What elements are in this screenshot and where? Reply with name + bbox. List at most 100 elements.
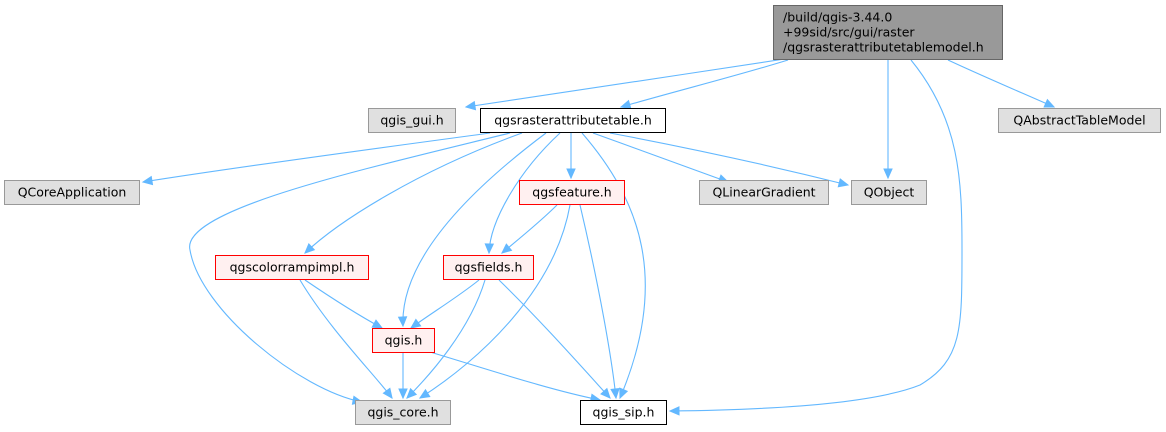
node-qgscolorrampimpl[interactable]: qgscolorrampimpl.h [215,255,369,280]
arrowhead [610,388,620,400]
node-box [580,400,667,425]
nodes-layer: /build/qgis-3.44.0+99sid/src/gui/raster/… [4,5,1161,425]
edge-line [299,279,393,399]
node-qobject[interactable]: QObject [851,180,927,205]
edge-rat-to-qcoreapplication [141,132,491,186]
node-label: qgis_core.h [367,405,438,420]
node-qgsfeature[interactable]: qgsfeature.h [519,180,625,205]
node-qgis[interactable]: qgis.h [372,328,435,353]
edge-rat-to-qgis_sip [581,132,646,400]
edge-line [402,132,547,327]
edge-line [465,57,792,108]
arrowhead [668,406,680,416]
arrowhead [619,99,632,109]
node-qabstracttablemodel[interactable]: QAbstractTableModel [998,108,1161,133]
node-qgis_core[interactable]: qgis_core.h [355,400,451,425]
edge-line [189,132,511,403]
edge-line [410,279,480,329]
arrowhead [371,319,384,329]
edge-root-to-qgis_gui [464,57,792,111]
arrowhead [406,387,418,399]
node-box [851,180,927,205]
arrowhead [398,388,408,400]
edge-root-to-qgis_sip [668,59,963,416]
edge-line [142,132,491,183]
edge-rat-to-qgis [397,132,547,328]
edge-qgsfeature-to-qgis_sip [579,204,620,400]
node-box [998,108,1161,133]
edge-root-to-qobject [883,60,893,180]
edge-rat-to-qgscolorrampimpl [304,132,523,254]
arrowhead [619,387,629,400]
node-label: /qgsrasterattributetablemodel.h [783,40,984,55]
edge-rat-to-qgsfields [484,132,561,255]
arrowhead [484,243,495,255]
node-box [215,255,369,280]
edge-line [947,59,1055,108]
edge-line [406,279,486,399]
arrowhead [501,243,513,254]
node-box [519,180,625,205]
edge-qgscolorrampimpl-to-qgis [304,279,384,329]
node-qgis_gui[interactable]: qgis_gui.h [368,108,456,133]
arrowhead [1043,98,1056,108]
arrowhead [418,388,431,399]
node-label: qgsrasterattributetable.h [494,113,652,128]
edge-line [429,351,601,401]
edge-rat-to-qobject [609,132,850,188]
node-box [773,5,1003,60]
arrowhead [883,168,893,180]
node-rat[interactable]: qgsrasterattributetable.h [480,108,666,133]
node-label: QLinearGradient [712,185,815,200]
arrowhead [566,168,576,180]
node-label: qgis_gui.h [380,113,443,128]
node-box [355,400,451,425]
node-qgsfields[interactable]: qgsfields.h [443,255,534,280]
edge-line [579,204,617,399]
edge-line [592,132,729,183]
arrowhead [304,243,316,254]
edge-qgsfeature-to-qgis_core [418,204,571,399]
edge-line [419,204,571,399]
arrowhead [397,316,408,328]
edge-qgsfields-to-qgis_core [406,279,486,399]
node-box [480,108,666,133]
edge-root-to-rat [619,59,789,109]
node-label: QCoreApplication [18,185,127,200]
node-label: qgscolorrampimpl.h [230,260,355,275]
node-label: QAbstractTableModel [1013,113,1145,128]
node-box [699,180,829,205]
edge-line [304,279,383,329]
edge-qgis-to-qgis_core [398,352,408,400]
edge-rat-to-qgsfeature [566,132,576,180]
node-label: /build/qgis-3.44.0 [783,10,892,25]
arrowhead [600,387,611,399]
node-label: QObject [864,185,915,200]
node-label: qgsfields.h [455,260,523,275]
node-qlineargradient[interactable]: QLinearGradient [699,180,829,205]
edge-qgsfeature-to-qgsfields [501,204,558,254]
edge-line [498,279,611,399]
arrowhead [382,387,393,399]
node-box [4,180,140,205]
node-label: qgis.h [385,333,423,348]
edge-line [609,132,849,186]
edge-line [488,132,561,254]
edge-root-to-qabstracttablemodel [947,59,1056,108]
node-root[interactable]: /build/qgis-3.44.0+99sid/src/gui/raster/… [773,5,1003,60]
node-label: +99sid/src/gui/raster [783,25,915,40]
arrowhead [837,178,850,188]
node-box [443,255,534,280]
node-qgis_sip[interactable]: qgis_sip.h [580,400,667,425]
node-box [372,328,435,353]
arrowhead [141,175,154,186]
edge-qgsfields-to-qgis [410,279,480,329]
node-label: qgsfeature.h [532,185,611,200]
edge-line [304,132,523,254]
node-qcoreapplication[interactable]: QCoreApplication [4,180,140,205]
edge-line [669,59,963,412]
edge-qgscolorrampimpl-to-qgis_core [299,279,393,399]
arrowhead [410,318,422,329]
edge-qgsfields-to-qgis_sip [498,279,611,399]
